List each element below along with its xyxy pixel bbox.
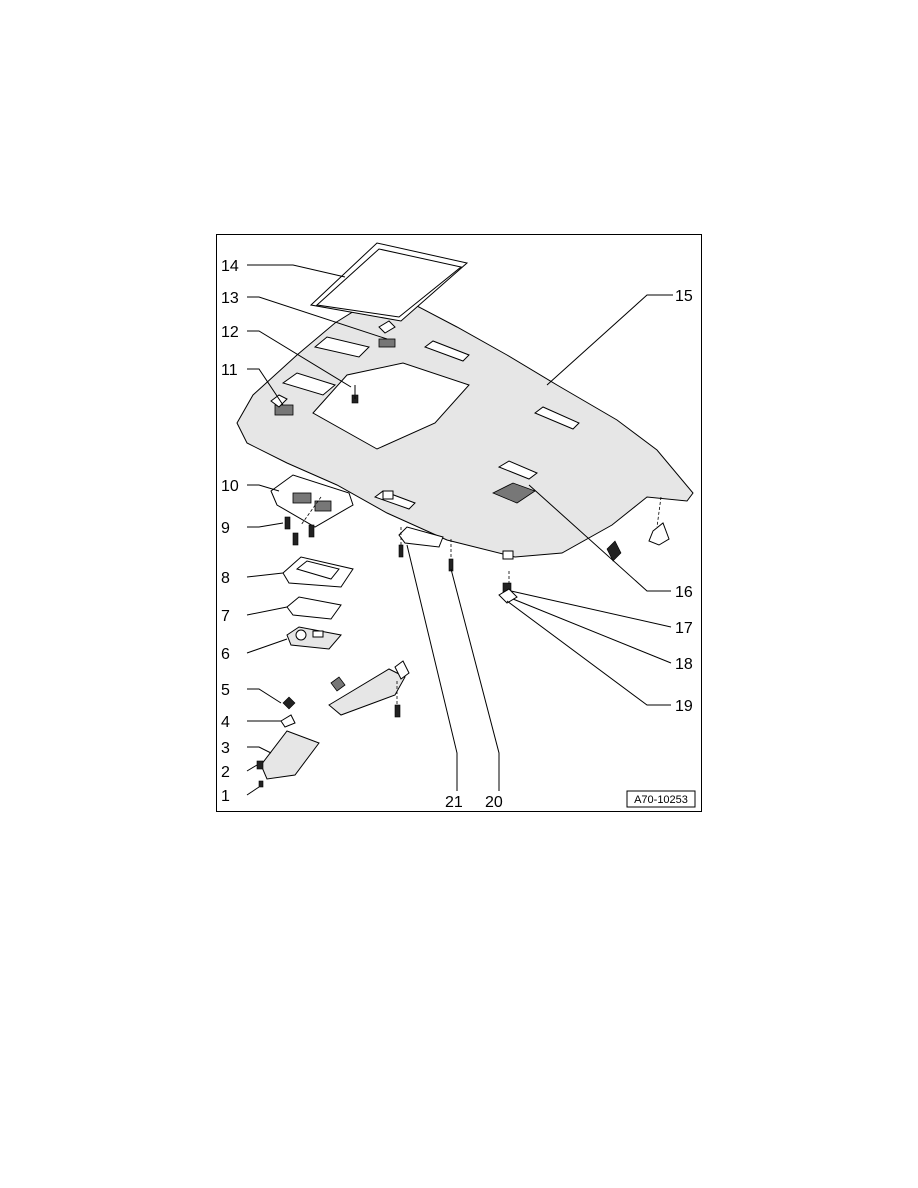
callout-21: 21	[445, 794, 463, 811]
cover-6	[286, 626, 342, 650]
callout-11: 11	[221, 362, 238, 379]
callout-17: 17	[675, 620, 693, 637]
right-sun-visor	[328, 660, 410, 718]
screws-9	[284, 516, 315, 546]
headliner	[236, 292, 694, 562]
callout-2: 2	[221, 764, 230, 781]
callout-19: 19	[675, 698, 693, 715]
callout-10: 10	[221, 478, 239, 495]
grab-handle-21	[398, 526, 454, 572]
callout-14: 14	[221, 258, 239, 275]
callout-4: 4	[221, 714, 230, 731]
leader-lines	[246, 264, 673, 796]
callout-1: 1	[221, 788, 230, 805]
diagram-frame: 14 13 12 11 10 9 8 7 6 5 4 3 2 1 15 16 1…	[216, 234, 702, 812]
callout-5: 5	[221, 682, 230, 699]
callout-3: 3	[221, 740, 230, 757]
clip-11	[270, 394, 294, 416]
assembly-dashes	[300, 391, 662, 705]
callout-18: 18	[675, 656, 693, 673]
lens-7	[286, 596, 342, 620]
exploded-view-diagram: 14 13 12 11 10 9 8 7 6 5 4 3 2 1 15 16 1…	[221, 242, 696, 811]
callout-9: 9	[221, 520, 230, 537]
sunroof-seal	[309, 242, 469, 322]
front-console-10	[270, 474, 354, 528]
left-sun-visor-group	[256, 696, 320, 788]
callout-20: 20	[485, 794, 503, 811]
callout-12: 12	[221, 324, 239, 341]
callout-13: 13	[221, 290, 239, 307]
callout-8: 8	[221, 570, 230, 587]
callout-7: 7	[221, 608, 230, 625]
callout-15: 15	[675, 288, 693, 305]
figure-reference: A70-10253	[626, 790, 696, 808]
callout-labels: 14 13 12 11 10 9 8 7 6 5 4 3 2 1 15 16 1…	[221, 258, 693, 811]
rear-parts-17-19	[498, 522, 670, 604]
figure-reference-text: A70-10253	[634, 794, 688, 806]
callout-6: 6	[221, 646, 230, 663]
callout-16: 16	[675, 584, 693, 601]
trim-frame-8	[282, 556, 354, 588]
